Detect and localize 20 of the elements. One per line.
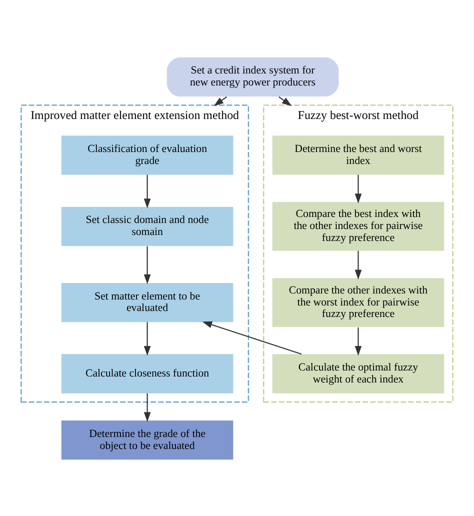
node-box: Compare the best index with the other indexes for pairwise fuzzy preference (272, 201, 444, 250)
node-box: Set matter element to be evaluated (61, 282, 234, 322)
node-box: Determine the grade of the object to be evaluated (61, 420, 234, 460)
arrow (278, 96, 292, 106)
arrow (354, 326, 362, 356)
arrow (144, 392, 151, 422)
node-box: Compare the other indexes with the worst index for pairwise fuzzy preference (272, 278, 444, 326)
arrow (144, 322, 151, 356)
node-box: Set a credit index system for new energy power producers (166, 56, 339, 96)
node-box: Calculate closeness function (61, 354, 234, 393)
arrow (354, 250, 362, 280)
node-box: Set classic domain and node somain (61, 206, 234, 246)
arrow (354, 174, 362, 203)
node-box: Classification of evaluation grade (61, 135, 234, 174)
node-box: Determine the best and worst index (272, 135, 444, 174)
arrow (144, 246, 151, 284)
arrow (214, 96, 227, 106)
node-box: Calculate the optimal fuzzy weight of each index (272, 354, 444, 393)
arrow (202, 320, 302, 354)
arrow (144, 174, 151, 208)
